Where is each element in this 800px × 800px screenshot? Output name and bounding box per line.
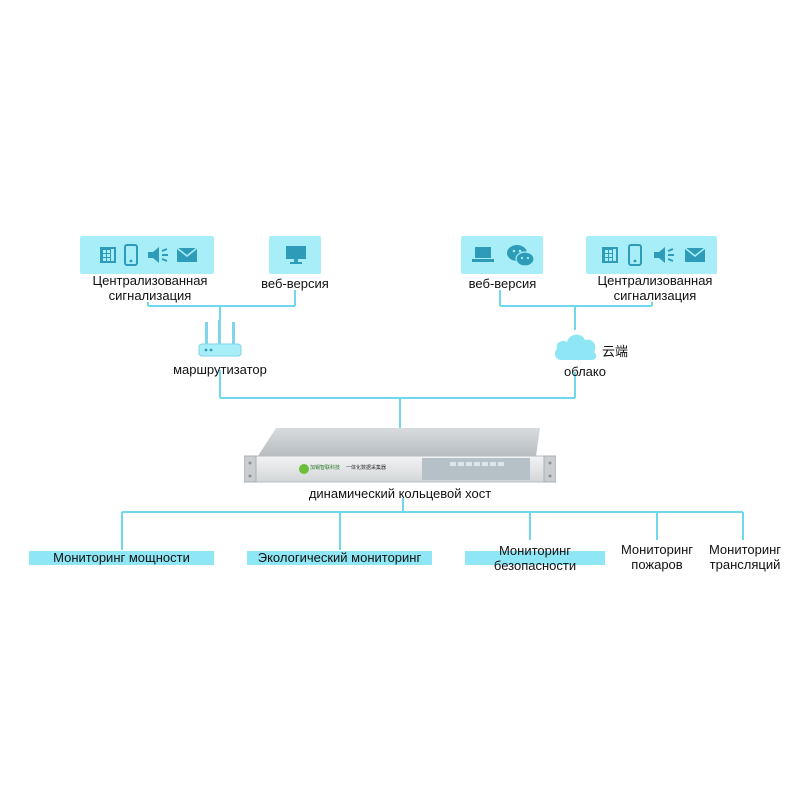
cloud-icon [554,334,597,361]
mobile-icon [124,244,138,266]
phone-icon [100,247,116,263]
laptop-icon [472,247,494,262]
cloud-label: облако [564,364,606,379]
speaker-icon [148,247,168,263]
eco-monitoring-label: Экологический мониторинг [257,550,422,565]
host-model: 一体化数据采集器 [346,465,387,471]
central-alarm-label-left: Централизованная сигнализация [92,273,208,303]
wechat-icon [507,245,535,267]
broadcast-monitoring-label: Мониторинг трансляций [708,542,782,572]
central-alarm-label-right: Централизованная сигнализация [597,273,713,303]
speaker-icon [654,247,674,263]
router-label: маршрутизатор [173,362,267,377]
cloud-cn-label: 云端 [602,344,629,359]
router-icon [198,320,242,357]
host-brand: 加锡智联科技 [310,465,341,471]
fire-monitoring-label: Мониторинг пожаров [620,542,694,572]
mobile-icon [628,244,642,266]
host-label: динамический кольцевой хост [308,486,492,501]
security-monitoring-bar [465,551,605,565]
power-monitoring-bar [29,551,214,565]
mail-icon [176,247,198,262]
web-label-left: веб-версия [261,276,329,291]
security-monitoring-label: Мониторинг безопасности [493,543,577,573]
phone-icon [602,247,618,263]
monitor-icon [286,246,306,264]
host-device [244,428,556,483]
web-label-right: веб-версия [468,276,537,291]
mail-icon [684,247,706,262]
eco-monitoring-bar [247,551,432,565]
power-monitoring-label: Мониторинг мощности [53,550,190,565]
